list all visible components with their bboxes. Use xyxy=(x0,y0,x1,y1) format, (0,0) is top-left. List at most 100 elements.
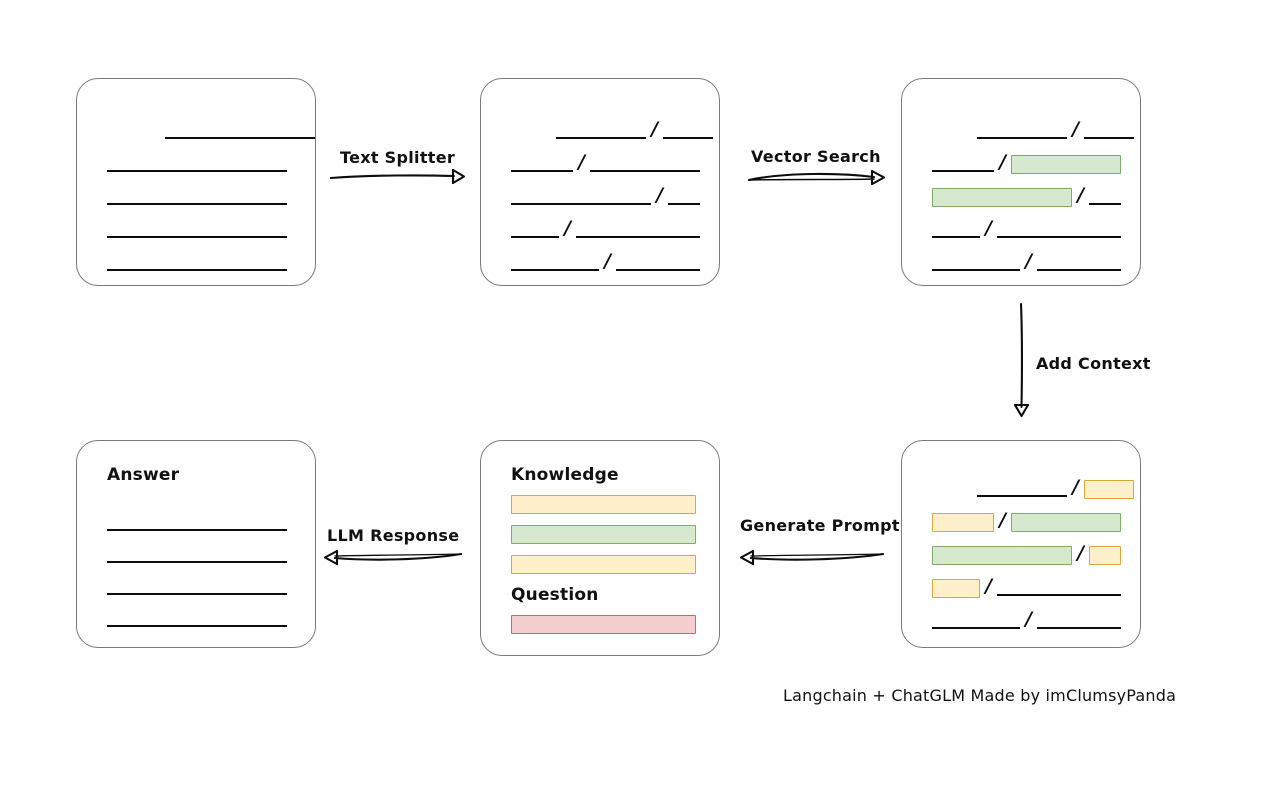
document-row xyxy=(107,253,287,273)
text-line xyxy=(667,203,700,205)
prompt-card[interactable]: Knowledge Question xyxy=(480,440,720,656)
text-line xyxy=(1083,137,1134,139)
chunk-separator-slash: / xyxy=(656,184,663,206)
answer-rows xyxy=(77,441,315,647)
text-line xyxy=(165,137,315,139)
chunk-separator-slash: / xyxy=(651,118,658,140)
document-row: / xyxy=(511,153,700,174)
highlighted-chunk-green xyxy=(1010,154,1121,174)
text-line xyxy=(977,495,1067,497)
text-line xyxy=(556,137,646,139)
text-line xyxy=(1088,203,1121,205)
document-row xyxy=(107,154,287,174)
document-row xyxy=(107,545,287,565)
generate-prompt-label: Generate Prompt xyxy=(740,516,900,535)
llm-response-label: LLM Response xyxy=(327,526,460,545)
chunk-separator-slash: / xyxy=(1025,250,1032,272)
text-line xyxy=(932,236,980,238)
knowledge-label: Knowledge xyxy=(511,465,619,485)
text-line xyxy=(107,593,287,595)
text-line xyxy=(107,561,287,563)
chunk-separator-slash: / xyxy=(999,151,1006,173)
chunk-separator-slash: / xyxy=(1025,608,1032,630)
knowledge-bar-yellow xyxy=(511,495,696,514)
document-row: / xyxy=(556,118,713,141)
text-line xyxy=(511,203,651,205)
highlighted-chunk-yellow xyxy=(932,578,980,598)
text-line xyxy=(107,269,287,271)
document-row: / xyxy=(511,217,700,240)
highlighted-chunk-yellow xyxy=(932,512,994,532)
context-chunks-rows: / / / / / xyxy=(902,441,1140,647)
text-line xyxy=(615,269,700,271)
document-row xyxy=(107,513,287,533)
text-line xyxy=(511,170,573,172)
question-bar-red xyxy=(511,615,696,634)
vector-search-arrow xyxy=(747,168,886,188)
chunk-separator-slash: / xyxy=(985,575,992,597)
highlighted-chunk-yellow xyxy=(1083,479,1134,499)
text-splitter-label: Text Splitter xyxy=(340,148,456,167)
document-row xyxy=(107,577,287,597)
text-line xyxy=(977,137,1067,139)
document-row: / xyxy=(511,184,700,207)
matched-chunks-rows: / / / / / xyxy=(902,79,1140,285)
vector-search-label: Vector Search xyxy=(751,147,881,166)
text-line xyxy=(996,236,1121,238)
split-chunks-card[interactable]: / / / / / xyxy=(480,78,720,286)
chunk-separator-slash: / xyxy=(604,250,611,272)
text-line xyxy=(932,170,994,172)
text-line xyxy=(1036,627,1121,629)
generate-prompt-arrow xyxy=(738,548,885,566)
text-line xyxy=(107,625,287,627)
document-row: / xyxy=(932,151,1121,174)
matched-chunks-card[interactable]: / / / / / xyxy=(901,78,1141,286)
highlighted-chunk-yellow xyxy=(1088,545,1121,565)
answer-title: Answer xyxy=(107,465,180,485)
text-line xyxy=(107,529,287,531)
document-row: / xyxy=(932,575,1121,598)
document-row: / xyxy=(977,476,1134,499)
source-document-rows xyxy=(77,79,315,285)
add-context-arrow xyxy=(1012,302,1034,418)
source-document-card[interactable] xyxy=(76,78,316,286)
text-splitter-arrow xyxy=(329,168,466,186)
chunk-separator-slash: / xyxy=(564,217,571,239)
llm-response-arrow xyxy=(322,548,463,566)
chunk-separator-slash: / xyxy=(1077,542,1084,564)
text-line xyxy=(996,594,1121,596)
chunk-separator-slash: / xyxy=(1072,476,1079,498)
text-line xyxy=(589,170,700,172)
document-row: / xyxy=(932,542,1121,565)
text-line xyxy=(1036,269,1121,271)
highlighted-chunk-green xyxy=(1010,512,1121,532)
question-label: Question xyxy=(511,585,599,605)
add-context-label: Add Context xyxy=(1036,354,1151,373)
text-line xyxy=(575,236,700,238)
knowledge-bar-yellow xyxy=(511,555,696,574)
document-row xyxy=(107,220,287,240)
knowledge-bar-green xyxy=(511,525,696,544)
highlighted-chunk-green xyxy=(932,187,1072,207)
text-line xyxy=(662,137,713,139)
chunk-separator-slash: / xyxy=(985,217,992,239)
text-line xyxy=(932,627,1020,629)
chunk-separator-slash: / xyxy=(1072,118,1079,140)
document-row: / xyxy=(511,250,700,273)
text-line xyxy=(932,269,1020,271)
document-row: / xyxy=(932,186,1121,207)
answer-card[interactable]: Answer xyxy=(76,440,316,648)
document-row xyxy=(165,121,315,141)
text-line xyxy=(511,236,559,238)
document-row: / xyxy=(932,509,1121,532)
context-chunks-card[interactable]: / / / / / xyxy=(901,440,1141,648)
footer-credit: Langchain + ChatGLM Made by imClumsyPand… xyxy=(783,686,1177,705)
document-row xyxy=(107,187,287,207)
document-row: / xyxy=(932,250,1121,273)
text-line xyxy=(511,269,599,271)
text-line xyxy=(107,236,287,238)
chunk-separator-slash: / xyxy=(999,509,1006,531)
document-row xyxy=(107,609,287,629)
text-line xyxy=(107,203,287,205)
